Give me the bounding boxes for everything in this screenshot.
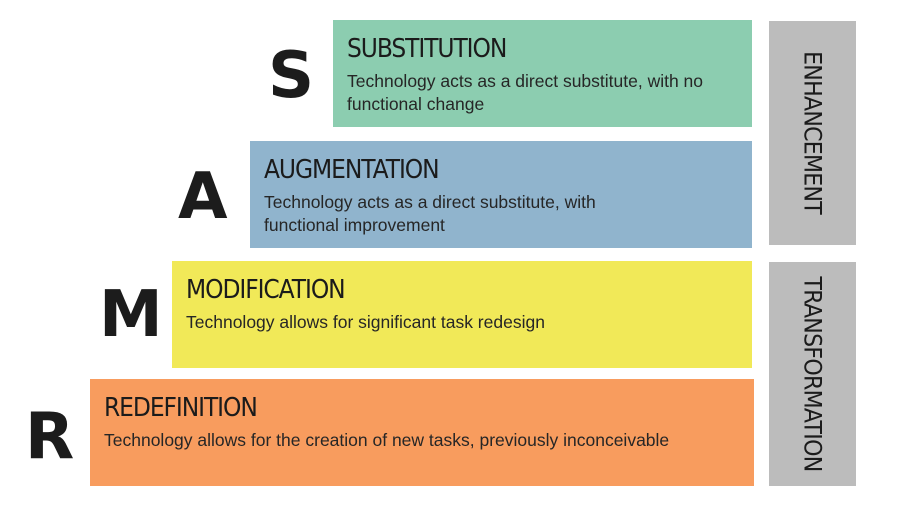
level-title: SUBSTITUTION — [347, 34, 507, 64]
enhancement-band: ENHANCEMENT — [769, 21, 856, 245]
letter-s: S — [268, 39, 315, 113]
transformation-label: TRANSFORMATION — [798, 276, 827, 472]
level-modification: MODIFICATION Technology allows for signi… — [172, 261, 752, 368]
transformation-band: TRANSFORMATION — [769, 262, 856, 486]
letter-r: R — [25, 400, 75, 474]
level-title: REDEFINITION — [104, 393, 258, 423]
letter-m: M — [99, 278, 163, 352]
level-title: MODIFICATION — [186, 275, 346, 305]
enhancement-label: ENHANCEMENT — [798, 51, 827, 215]
level-augmentation: AUGMENTATION Technology acts as a direct… — [250, 141, 752, 248]
level-description: Technology allows for significant task r… — [186, 312, 545, 333]
level-redefinition: REDEFINITION Technology allows for the c… — [90, 379, 754, 486]
level-description: Technology acts as a direct substitute, … — [347, 71, 704, 115]
level-description: Technology allows for the creation of ne… — [104, 430, 670, 451]
level-substitution: SUBSTITUTION Technology acts as a direct… — [333, 20, 752, 127]
level-title: AUGMENTATION — [264, 155, 440, 185]
level-description: Technology acts as a direct substitute, … — [264, 192, 596, 236]
letter-a: A — [178, 160, 228, 234]
